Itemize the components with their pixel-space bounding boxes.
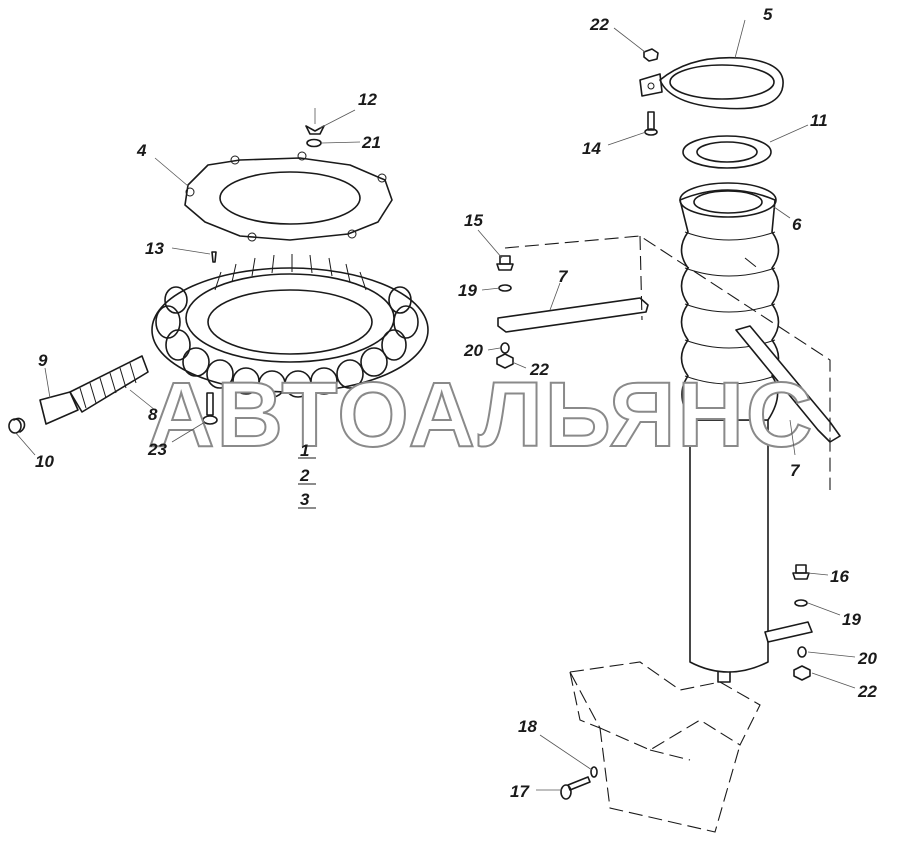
label-11: 11 (810, 111, 828, 130)
intake-hose (8, 355, 149, 434)
label-14: 14 (582, 139, 601, 158)
label-7b: 7 (790, 461, 801, 480)
label-9: 9 (38, 351, 48, 370)
label-15: 15 (464, 211, 483, 230)
brace-left (497, 297, 649, 333)
label-23: 23 (147, 440, 167, 459)
brace-right (735, 325, 841, 443)
label-22c: 22 (857, 682, 877, 701)
label-22a: 22 (589, 15, 609, 34)
intake-pipe (679, 182, 813, 683)
cover-plate (184, 151, 393, 242)
label-19b: 19 (842, 610, 861, 629)
label-19a: 19 (458, 281, 477, 300)
label-8: 8 (148, 405, 158, 424)
label-16: 16 (830, 567, 849, 586)
right-fasteners (792, 564, 811, 681)
wing-nut (305, 108, 325, 148)
left-fasteners (496, 255, 514, 369)
label-21: 21 (361, 133, 381, 152)
label-10: 10 (35, 452, 54, 471)
leader-lines (14, 19, 856, 791)
top-fasteners (643, 48, 659, 136)
label-13: 13 (145, 239, 164, 258)
label-3: 3 (300, 490, 310, 509)
seal-ring (682, 135, 772, 169)
label-22b: 22 (529, 360, 549, 379)
label-1: 1 (300, 441, 309, 460)
bottom-fasteners (560, 766, 598, 800)
screw-13 (211, 251, 217, 263)
assembly-underlines (298, 457, 316, 509)
bolt-23 (202, 392, 218, 425)
label-7a: 7 (558, 267, 569, 286)
filter-housing (151, 254, 429, 398)
watermark: АВТОАЛЬЯНС (148, 364, 814, 466)
label-12: 12 (358, 90, 377, 109)
label-5: 5 (763, 5, 773, 24)
label-2: 2 (299, 466, 310, 485)
label-20b: 20 (857, 649, 877, 668)
reference-outline (504, 235, 831, 833)
part-labels: 1 2 3 4 5 6 7 7 8 9 10 11 12 13 14 15 16… (35, 5, 877, 801)
label-17: 17 (510, 782, 530, 801)
clamp-5 (639, 56, 784, 110)
label-6: 6 (792, 215, 802, 234)
label-4: 4 (136, 141, 147, 160)
label-18: 18 (518, 717, 537, 736)
label-20a: 20 (463, 341, 483, 360)
